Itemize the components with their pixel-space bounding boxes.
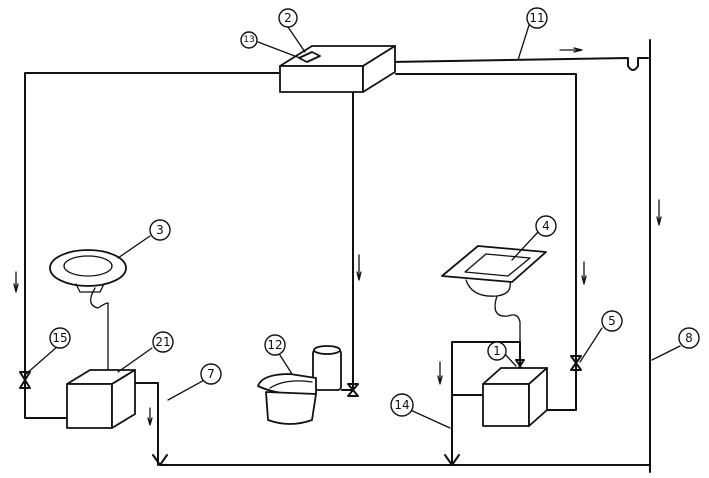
drain-arrow-left <box>152 454 168 466</box>
valve-15 <box>19 371 31 389</box>
svg-text:7: 7 <box>207 367 215 381</box>
callout-11: 11 <box>526 7 548 29</box>
toilet <box>257 345 342 425</box>
pipe-tank-to-toilet <box>341 91 354 391</box>
svg-text:15: 15 <box>52 331 67 345</box>
valve-5 <box>570 355 582 371</box>
svg-text:4: 4 <box>542 219 550 233</box>
valve-toilet <box>347 383 359 397</box>
flow-arrow-left-drain <box>147 407 153 426</box>
flow-arrow-left <box>13 271 19 293</box>
svg-text:1: 1 <box>493 344 501 358</box>
cabinet-1 <box>482 367 548 427</box>
callout-8: 8 <box>678 327 700 349</box>
flow-arrow-right-feed <box>581 261 587 285</box>
svg-text:2: 2 <box>284 11 292 25</box>
svg-text:3: 3 <box>156 223 164 237</box>
callout-7: 7 <box>200 363 222 385</box>
cabinet-21 <box>66 369 136 429</box>
trap-basin3 <box>90 287 109 373</box>
callout-13: 13 <box>240 31 258 49</box>
svg-text:12: 12 <box>267 338 282 352</box>
flow-arrows <box>13 47 662 466</box>
svg-text:21: 21 <box>155 335 170 349</box>
svg-text:13: 13 <box>243 35 254 45</box>
callout-5: 5 <box>601 310 623 332</box>
callout-labels: 2 13 11 3 4 5 1 8 <box>49 7 700 417</box>
float-valve <box>298 51 321 63</box>
svg-text:11: 11 <box>529 11 544 25</box>
svg-text:14: 14 <box>394 398 409 412</box>
svg-text:8: 8 <box>685 331 693 345</box>
flow-arrow-main <box>656 199 662 226</box>
callout-21: 21 <box>152 331 174 353</box>
callout-2: 2 <box>278 8 298 28</box>
wash-basin <box>49 249 127 293</box>
roof-tank <box>279 45 396 93</box>
svg-text:5: 5 <box>608 314 616 328</box>
drain-arrow-mid <box>444 454 460 466</box>
pipe-top-right <box>389 57 649 71</box>
trap-sink4 <box>494 295 521 369</box>
callout-1: 1 <box>487 341 507 361</box>
flow-arrow-box1-loop <box>437 361 443 385</box>
pipe-left-box-drain <box>134 382 159 466</box>
pipe-left-supply <box>24 72 281 419</box>
callout-15: 15 <box>49 327 71 349</box>
flow-arrow-top <box>559 47 583 53</box>
callout-12: 12 <box>264 334 286 356</box>
pipe-right-feed <box>395 73 577 411</box>
callout-14: 14 <box>390 393 414 417</box>
leader-lines <box>25 21 681 429</box>
flow-arrow-toilet-feed <box>356 254 362 281</box>
callout-3: 3 <box>149 219 171 241</box>
kitchen-sink <box>441 245 547 297</box>
callout-4: 4 <box>535 215 557 237</box>
